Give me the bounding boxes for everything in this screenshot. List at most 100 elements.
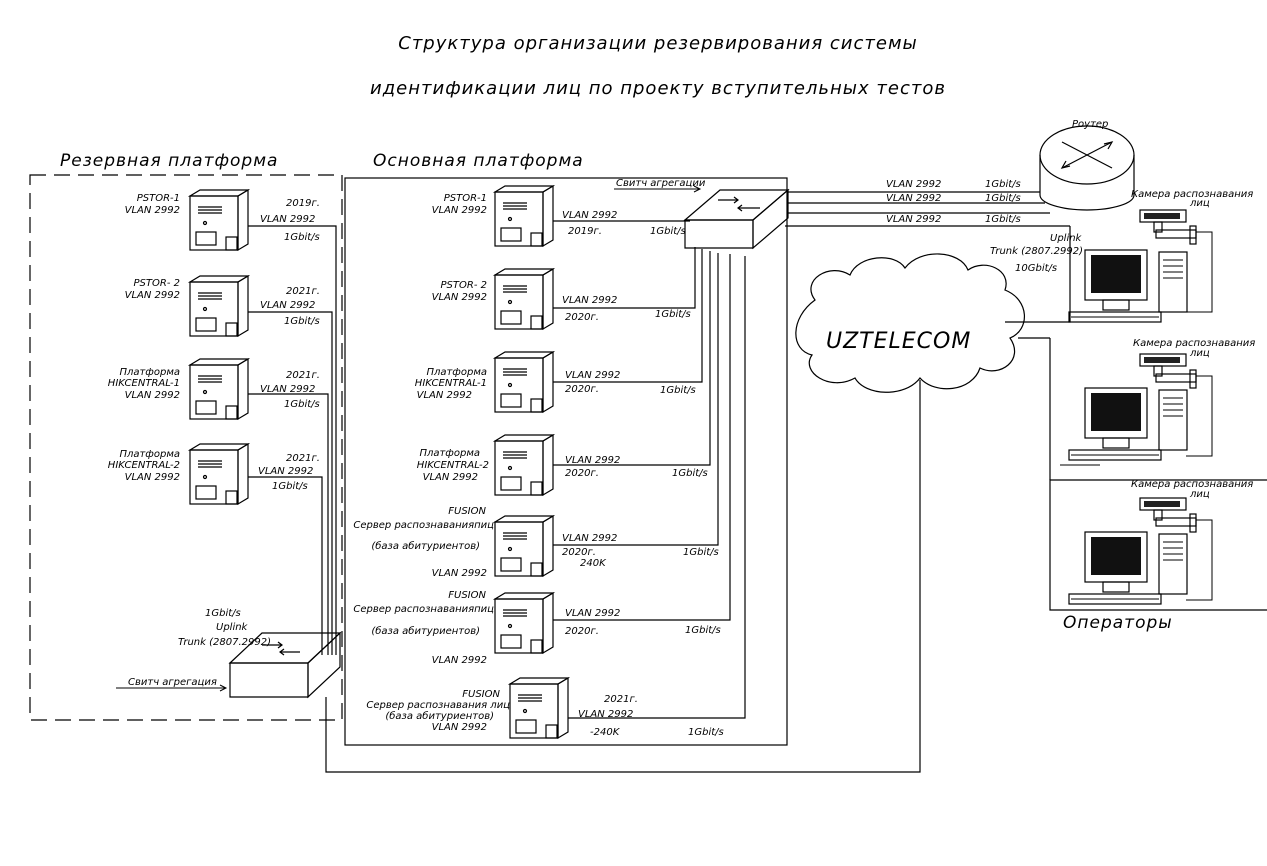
main-server-vlan: VLAN 2992 bbox=[562, 210, 617, 221]
fusion-server-label: (база абитуриентов) bbox=[371, 540, 480, 552]
fusion-server-label: FUSION bbox=[462, 689, 500, 700]
fusion-server-label: VLAN 2992 bbox=[432, 568, 487, 579]
main-platform-frame bbox=[344, 177, 788, 746]
reserve-server-vlan: VLAN 2992 bbox=[260, 214, 315, 225]
camera-label: лиц bbox=[1189, 198, 1210, 209]
main-server-icon bbox=[494, 268, 554, 330]
operators-frame bbox=[1049, 338, 1267, 611]
cloud-icon bbox=[795, 253, 1025, 393]
main-platform-heading: Основная платформа bbox=[373, 151, 584, 171]
reserve-server-year: 2021г. bbox=[286, 286, 320, 297]
main-server-label: Платформа bbox=[426, 367, 487, 378]
fusion-server-label: FUSION bbox=[448, 506, 486, 517]
fusion-server-speed: 1Gbit/s bbox=[688, 727, 724, 738]
main-server-year: 2020г. bbox=[565, 384, 599, 395]
reserve-server-speed: 1Gbit/s bbox=[284, 399, 320, 410]
reserve-server-icon bbox=[189, 189, 249, 251]
reserve-platform-frame bbox=[29, 174, 343, 721]
reserve-switch-label: Свитч агрегация bbox=[128, 677, 217, 688]
camera-label: Камера распознавания bbox=[1131, 189, 1253, 200]
main-server-icon bbox=[494, 434, 554, 496]
reserve-server-icon bbox=[189, 358, 249, 420]
workstation-icon bbox=[1068, 387, 1188, 461]
reserve-server-label: VLAN 2992 bbox=[125, 205, 180, 216]
main-server-speed: 1Gbit/s bbox=[660, 385, 696, 396]
main-server-icon bbox=[494, 351, 554, 413]
uplink-speed: 10Gbit/s bbox=[1015, 263, 1057, 274]
fusion-server-speed: 1Gbit/s bbox=[685, 625, 721, 636]
main-switch-label: Свитч агрегации bbox=[616, 178, 706, 189]
cloud-label: UZTELECOM bbox=[826, 329, 971, 354]
router-icon bbox=[1039, 125, 1135, 211]
camera-icon bbox=[1139, 497, 1197, 533]
diagram-title-line1: Структура организации резервирования сис… bbox=[398, 33, 918, 54]
reserve-server-year: 2019г. bbox=[286, 198, 320, 209]
reserve-server-label: PSTOR-1 bbox=[137, 193, 180, 204]
main-server-label: Платформа bbox=[419, 448, 480, 459]
camera-icon bbox=[1139, 209, 1197, 245]
link-vlan: VLAN 2992 bbox=[886, 214, 941, 225]
main-server-label: HIKCENTRAL-1 bbox=[415, 378, 487, 389]
reserve-server-label: Платформа bbox=[119, 449, 180, 460]
cloud-to-reserve-link bbox=[325, 380, 921, 773]
fusion-server-icon bbox=[494, 592, 554, 654]
fusion-server-label: Сервер распознавания лиц bbox=[366, 700, 510, 711]
main-server-vlan: VLAN 2992 bbox=[562, 295, 617, 306]
fusion-server-year: 2021г. bbox=[604, 694, 638, 705]
link-speed: 1Gbit/s bbox=[985, 193, 1021, 204]
uplink-trunk: Trunk (2807.2992) bbox=[990, 246, 1083, 257]
reserve-switch-icon bbox=[228, 631, 342, 699]
main-server-year: 2020г. bbox=[565, 468, 599, 479]
camera-icon bbox=[1139, 353, 1197, 389]
main-server-year: 2019г. bbox=[568, 226, 602, 237]
router-links bbox=[785, 191, 1070, 227]
main-server-label: VLAN 2992 bbox=[423, 472, 478, 483]
reserve-server-vlan: VLAN 2992 bbox=[260, 300, 315, 311]
reserve-server-icon bbox=[189, 443, 249, 505]
fusion-server-year: 2020г. bbox=[565, 626, 599, 637]
fusion-server-label: VLAN 2992 bbox=[432, 722, 487, 733]
reserve-server-label: HIKCENTRAL-2 bbox=[108, 460, 180, 471]
link-speed: 1Gbit/s bbox=[985, 214, 1021, 225]
camera-label: лиц bbox=[1189, 489, 1210, 500]
main-server-speed: 1Gbit/s bbox=[672, 468, 708, 479]
reserve-server-speed: 1Gbit/s bbox=[272, 481, 308, 492]
reserve-server-label: PSTOR- 2 bbox=[134, 278, 180, 289]
fusion-server-label: (база абитуриентов) bbox=[371, 625, 480, 637]
fusion-server-year: 2020г. bbox=[562, 547, 596, 558]
main-server-year: 2020г. bbox=[565, 312, 599, 323]
workstation-icon bbox=[1068, 249, 1188, 323]
main-server-label: VLAN 2992 bbox=[417, 390, 472, 401]
reserve-server-vlan: VLAN 2992 bbox=[258, 466, 313, 477]
fusion-server-label: (база абитуриентов) bbox=[385, 710, 494, 722]
operators-heading: Операторы bbox=[1063, 613, 1173, 633]
main-server-label: PSTOR- 2 bbox=[441, 280, 487, 291]
fusion-server-label: VLAN 2992 bbox=[432, 655, 487, 666]
reserve-server-speed: 1Gbit/s bbox=[284, 316, 320, 327]
uplink-label: Uplink bbox=[1050, 233, 1083, 244]
reserve-switch-uplink: Uplink bbox=[216, 622, 249, 633]
reserve-server-icon bbox=[189, 275, 249, 337]
arrow-icon bbox=[219, 684, 228, 692]
fusion-server-icon bbox=[494, 515, 554, 577]
arrow-icon bbox=[693, 185, 702, 193]
main-server-label: PSTOR-1 bbox=[444, 193, 487, 204]
reserve-switch-trunk: Trunk (2807.2992) bbox=[178, 637, 271, 648]
fusion-server-label: Сервер распознаванияпиц bbox=[353, 604, 494, 615]
workstation-icon bbox=[1068, 531, 1188, 605]
reserve-server-year: 2021г. bbox=[286, 453, 320, 464]
reserve-server-label: VLAN 2992 bbox=[125, 290, 180, 301]
main-server-vlan: VLAN 2992 bbox=[565, 455, 620, 466]
reserve-switch-speed: 1Gbit/s bbox=[205, 608, 241, 619]
reserve-server-label: Платформа bbox=[119, 367, 180, 378]
camera-links bbox=[1060, 231, 1213, 601]
reserve-server-label: VLAN 2992 bbox=[125, 472, 180, 483]
fusion-server-vlan: VLAN 2992 bbox=[578, 709, 633, 720]
main-server-label: VLAN 2992 bbox=[432, 205, 487, 216]
diagram-title-line2: идентификации лиц по проекту вступительн… bbox=[370, 78, 946, 99]
fusion-server-extra: -240K bbox=[590, 727, 621, 738]
link-speed: 1Gbit/s bbox=[985, 179, 1021, 190]
main-server-speed: 1Gbit/s bbox=[655, 309, 691, 320]
camera-label: Камера распознавания bbox=[1131, 479, 1253, 490]
